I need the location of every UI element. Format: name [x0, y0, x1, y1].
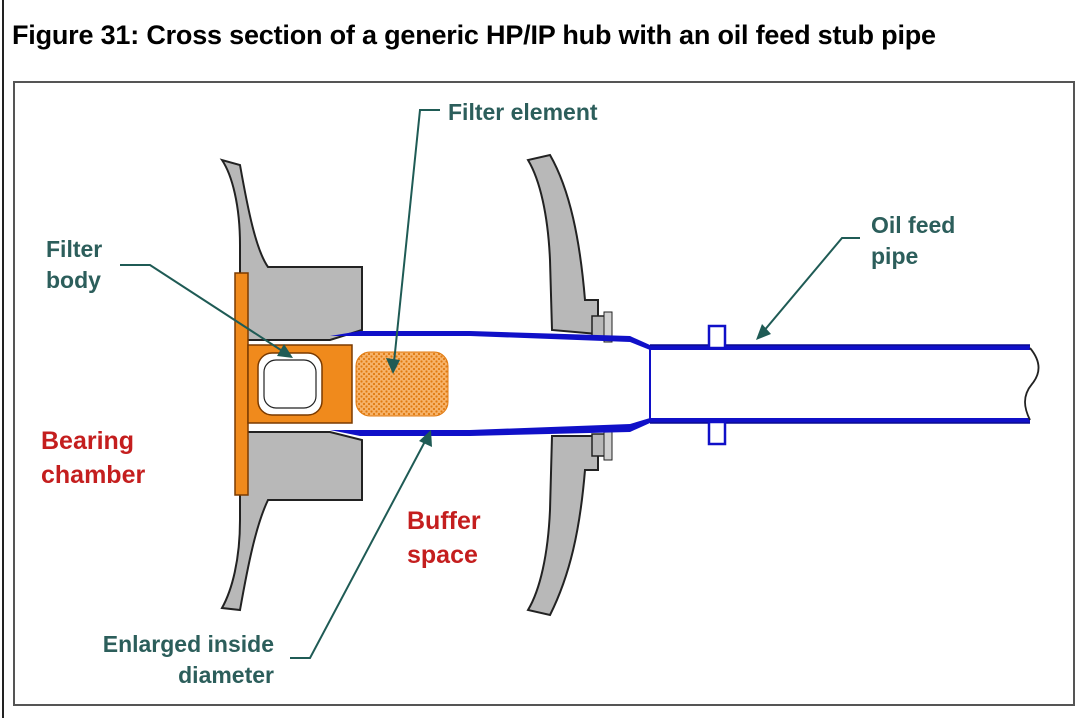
leader-arrowheads — [277, 324, 771, 447]
label-oil-feed-pipe-line1: Oil feed — [871, 212, 956, 238]
leader-oil-feed — [757, 237, 860, 339]
filter-body-insert — [263, 359, 317, 409]
label-filter-body-line1: Filter — [46, 236, 103, 262]
middle-disc-casing-lower — [526, 435, 599, 617]
leader-lines — [120, 109, 860, 659]
pipe-clamp-upper — [707, 324, 727, 350]
pipe-clamp-lower — [707, 420, 727, 446]
figure-title: Figure 31: Cross section of a generic HP… — [12, 20, 936, 50]
pipe-break-line — [1024, 347, 1040, 421]
middle-disc-casing-upper — [526, 153, 599, 336]
label-filter-element: Filter element — [448, 99, 598, 125]
leader-filter-body — [120, 264, 291, 357]
leader-enlarged-diameter — [290, 431, 431, 659]
page-left-rule — [2, 0, 4, 718]
label-buffer-space-line1: Buffer — [407, 507, 481, 535]
label-bearing-chamber-line1: Bearing — [41, 427, 135, 455]
label-buffer-space-line2: space — [407, 541, 478, 569]
leader-filter-element — [392, 109, 440, 373]
arrowhead-filter-element — [386, 358, 400, 374]
arrowhead-enlarged-diameter — [419, 430, 432, 447]
stub-pipe-lower-wall — [330, 418, 1030, 436]
label-enlarged-diameter-line2: diameter — [178, 662, 274, 688]
label-filter-body-line2: body — [46, 267, 101, 293]
label-bearing-chamber-line2: chamber — [41, 461, 146, 489]
filter-element — [355, 351, 449, 417]
left-hub-casing-upper — [219, 158, 363, 341]
bearing-chamber-plate — [234, 272, 249, 496]
label-enlarged-diameter-line1: Enlarged inside — [102, 631, 274, 657]
stub-pipe-upper-wall — [330, 331, 1030, 350]
bolt-washer-lower — [603, 429, 613, 461]
arrowhead-oil-feed — [756, 324, 771, 340]
left-hub-casing-lower — [220, 431, 363, 612]
arrowhead-filter-body — [277, 344, 293, 358]
label-oil-feed-pipe-line2: pipe — [871, 243, 919, 269]
bolt-washer-upper — [603, 311, 613, 343]
